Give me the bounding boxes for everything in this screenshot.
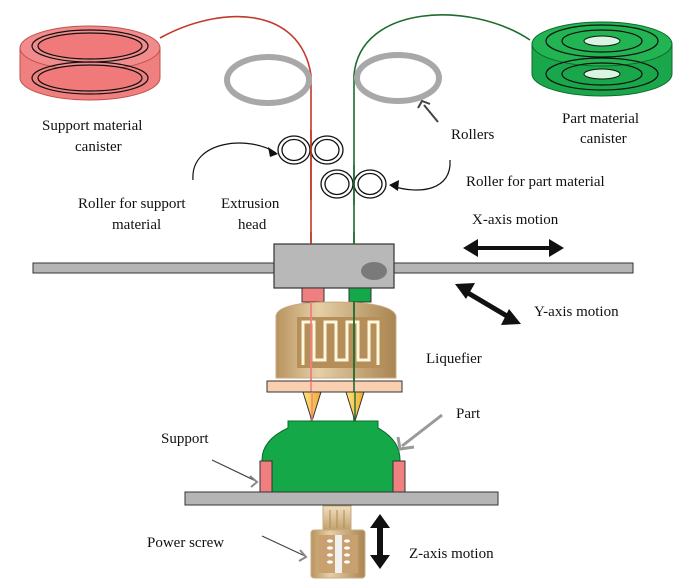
part-body — [261, 420, 401, 493]
support-label: Support — [161, 431, 209, 447]
part-feed-block — [348, 287, 372, 303]
roller-part-label: Roller for part material — [466, 174, 605, 190]
part-filament — [353, 14, 531, 245]
power-screw — [310, 505, 366, 579]
support-feed-block — [301, 287, 325, 303]
part-canister-label-2: canister — [580, 131, 627, 147]
y-axis-label: Y-axis motion — [534, 304, 619, 320]
roller-part-arrow — [391, 159, 451, 191]
z-axis-arrow — [370, 514, 390, 569]
support-canister-label-2: canister — [75, 139, 122, 155]
part-guide-roller — [354, 52, 442, 104]
power-screw-label: Power screw — [147, 535, 224, 551]
liquefier — [275, 301, 397, 380]
liquefier-base — [266, 380, 403, 393]
support-pointer — [211, 459, 257, 482]
z-axis-label: Z-axis motion — [409, 546, 494, 562]
support-canister-label-1: Support material — [42, 118, 142, 134]
power-screw-pointer — [261, 535, 306, 557]
extrusion-head-label-1: Extrusion — [221, 196, 280, 212]
support-right — [392, 460, 406, 493]
liquefier-label: Liquefier — [426, 351, 482, 367]
x-axis-arrow — [463, 239, 564, 257]
part-pinch-rollers — [320, 169, 387, 199]
build-platform — [184, 491, 499, 506]
support-guide-roller — [224, 54, 312, 106]
support-canister — [19, 25, 161, 101]
part-canister-label-1: Part material — [562, 111, 639, 127]
head-motor — [361, 262, 387, 280]
part-label: Part — [456, 406, 481, 422]
part-canister — [531, 21, 673, 97]
y-axis-arrow — [455, 283, 521, 325]
roller-support-label-2: material — [112, 217, 161, 233]
x-axis-label: X-axis motion — [472, 212, 559, 228]
roller-support-arrow — [192, 142, 277, 181]
support-left — [259, 460, 273, 493]
roller-support-label-1: Roller for support — [78, 196, 186, 212]
extrusion-head-label-2: head — [238, 217, 267, 233]
rollers-arrow — [423, 104, 439, 123]
rollers-label: Rollers — [451, 127, 494, 143]
part-pointer — [401, 413, 443, 448]
support-filament — [159, 15, 312, 245]
